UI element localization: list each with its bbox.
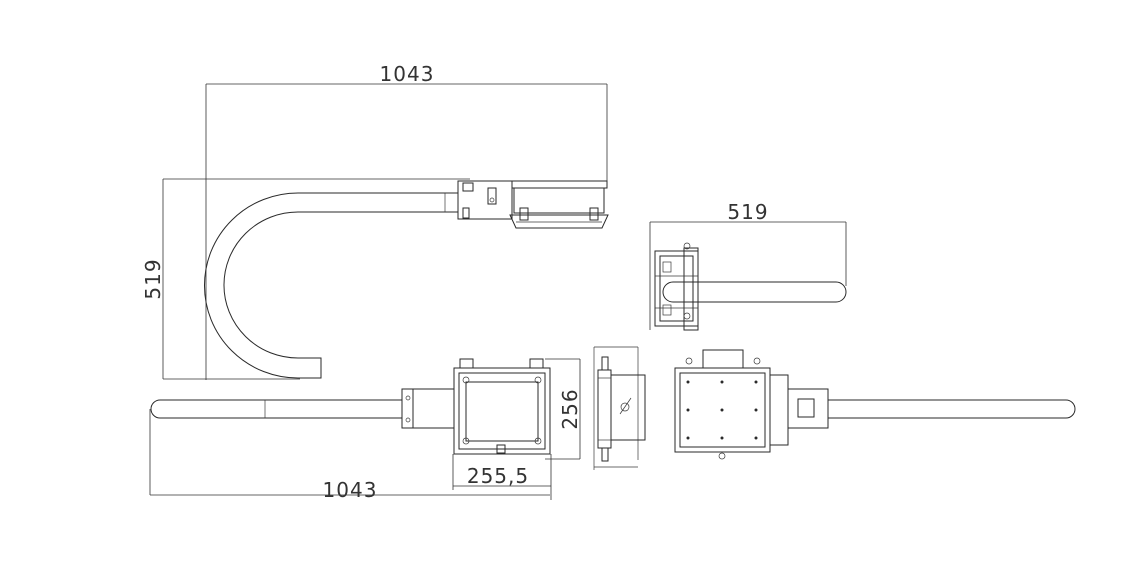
clamp-bracket [487,187,497,205]
top-clamp-screw-1 [405,395,411,401]
bottom-bolt-1 [685,357,693,365]
section-clip-bottom [601,447,609,462]
end-head-inner [659,255,694,322]
top-bolt-2 [534,376,542,384]
bottom-clamp [787,388,829,429]
luminaire-body [513,187,605,214]
top-length-label: 1043 [323,478,378,502]
bottom-led-5 [720,408,724,412]
section-housing [610,374,646,441]
section-arm [619,397,632,415]
bottom-led-2 [720,380,724,384]
top-cable-gland [496,444,506,454]
side-view: 1043 519 [141,62,609,380]
end-detail-1 [662,261,672,273]
end-head-lens [683,247,699,331]
bottom-clamp-window [797,398,815,418]
end-view: 519 [649,200,847,331]
bottom-led-9 [754,436,758,440]
top-box-height-label: 256 [558,388,582,429]
top-latch-1 [459,358,474,369]
end-bolt-top [683,242,691,250]
end-head-body [654,250,699,327]
end-pole [662,281,847,303]
section-lens [597,369,612,449]
bottom-bolt-2 [753,357,761,365]
bottom-led-8 [720,436,724,440]
top-pole [150,399,403,419]
bottom-led-6 [754,408,758,412]
top-clamp [401,388,455,429]
luminaire-cover [511,180,608,189]
bottom-pole [827,399,1076,419]
latch-right [589,207,599,221]
bottom-led-4 [686,408,690,412]
bottom-led-1 [686,380,690,384]
bottom-led-3 [754,380,758,384]
bottom-mount [769,374,789,446]
curved-pole [204,192,459,379]
clamp-screw [489,197,495,203]
top-latch-2 [529,358,544,369]
side-height-label: 519 [141,258,165,299]
bottom-top-cap [702,349,744,369]
pole-clamp [457,180,513,220]
top-box-width-label: 255,5 [467,464,529,488]
top-clamp-screw-2 [405,417,411,423]
top-bolt-3 [462,437,470,445]
clamp-bolt-bottom [462,207,470,219]
section-clip-top [601,356,609,371]
section-view [593,346,646,470]
top-view: 1043 255,5 256 [149,358,582,502]
end-detail-2 [662,304,672,316]
top-clamp-inner [412,388,455,429]
section-pivot [620,402,630,412]
latch-left [519,207,529,221]
top-housing-rim [458,372,546,450]
bottom-view [674,349,1076,460]
top-bolt-1 [462,376,470,384]
luminaire-lens [509,214,609,229]
top-housing [453,367,551,455]
bottom-led-7 [686,436,690,440]
clamp-bolt-top [462,182,474,192]
end-width-label: 519 [727,200,768,224]
bottom-housing-rim [679,372,766,448]
side-width-label: 1043 [380,62,435,86]
end-bolt-bottom [683,312,691,320]
top-bolt-4 [534,437,542,445]
top-housing-panel [465,381,539,442]
bottom-bolt-3 [718,452,726,460]
